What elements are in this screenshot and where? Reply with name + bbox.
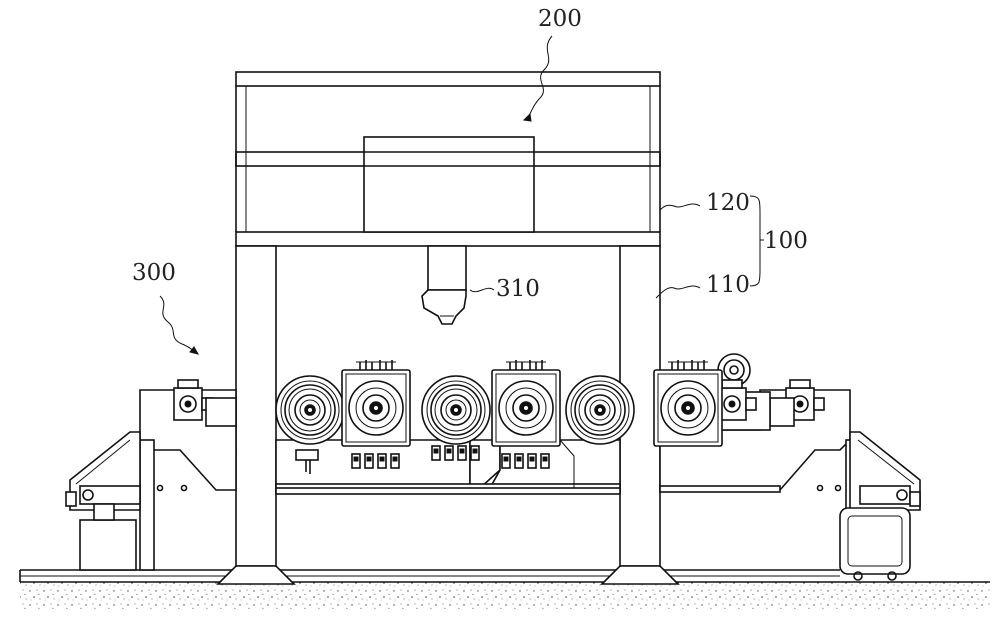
tool-head — [421, 245, 467, 325]
label-100: 100 — [764, 228, 808, 254]
reference-labels: 200 120 100 110 310 300 — [132, 6, 808, 302]
right-side-machine — [659, 353, 921, 581]
roller-assemblies — [275, 359, 723, 447]
left-side-machine — [65, 379, 237, 571]
label-200: 200 — [538, 6, 582, 32]
gantry-frame — [235, 71, 661, 247]
label-310: 310 — [496, 276, 540, 302]
leader-lines — [159, 35, 764, 355]
bottom-rail — [275, 485, 781, 495]
label-110: 110 — [706, 272, 750, 298]
label-300: 300 — [132, 260, 176, 286]
label-120: 120 — [706, 190, 750, 216]
ground — [19, 569, 990, 610]
workpiece-bed — [275, 439, 621, 493]
